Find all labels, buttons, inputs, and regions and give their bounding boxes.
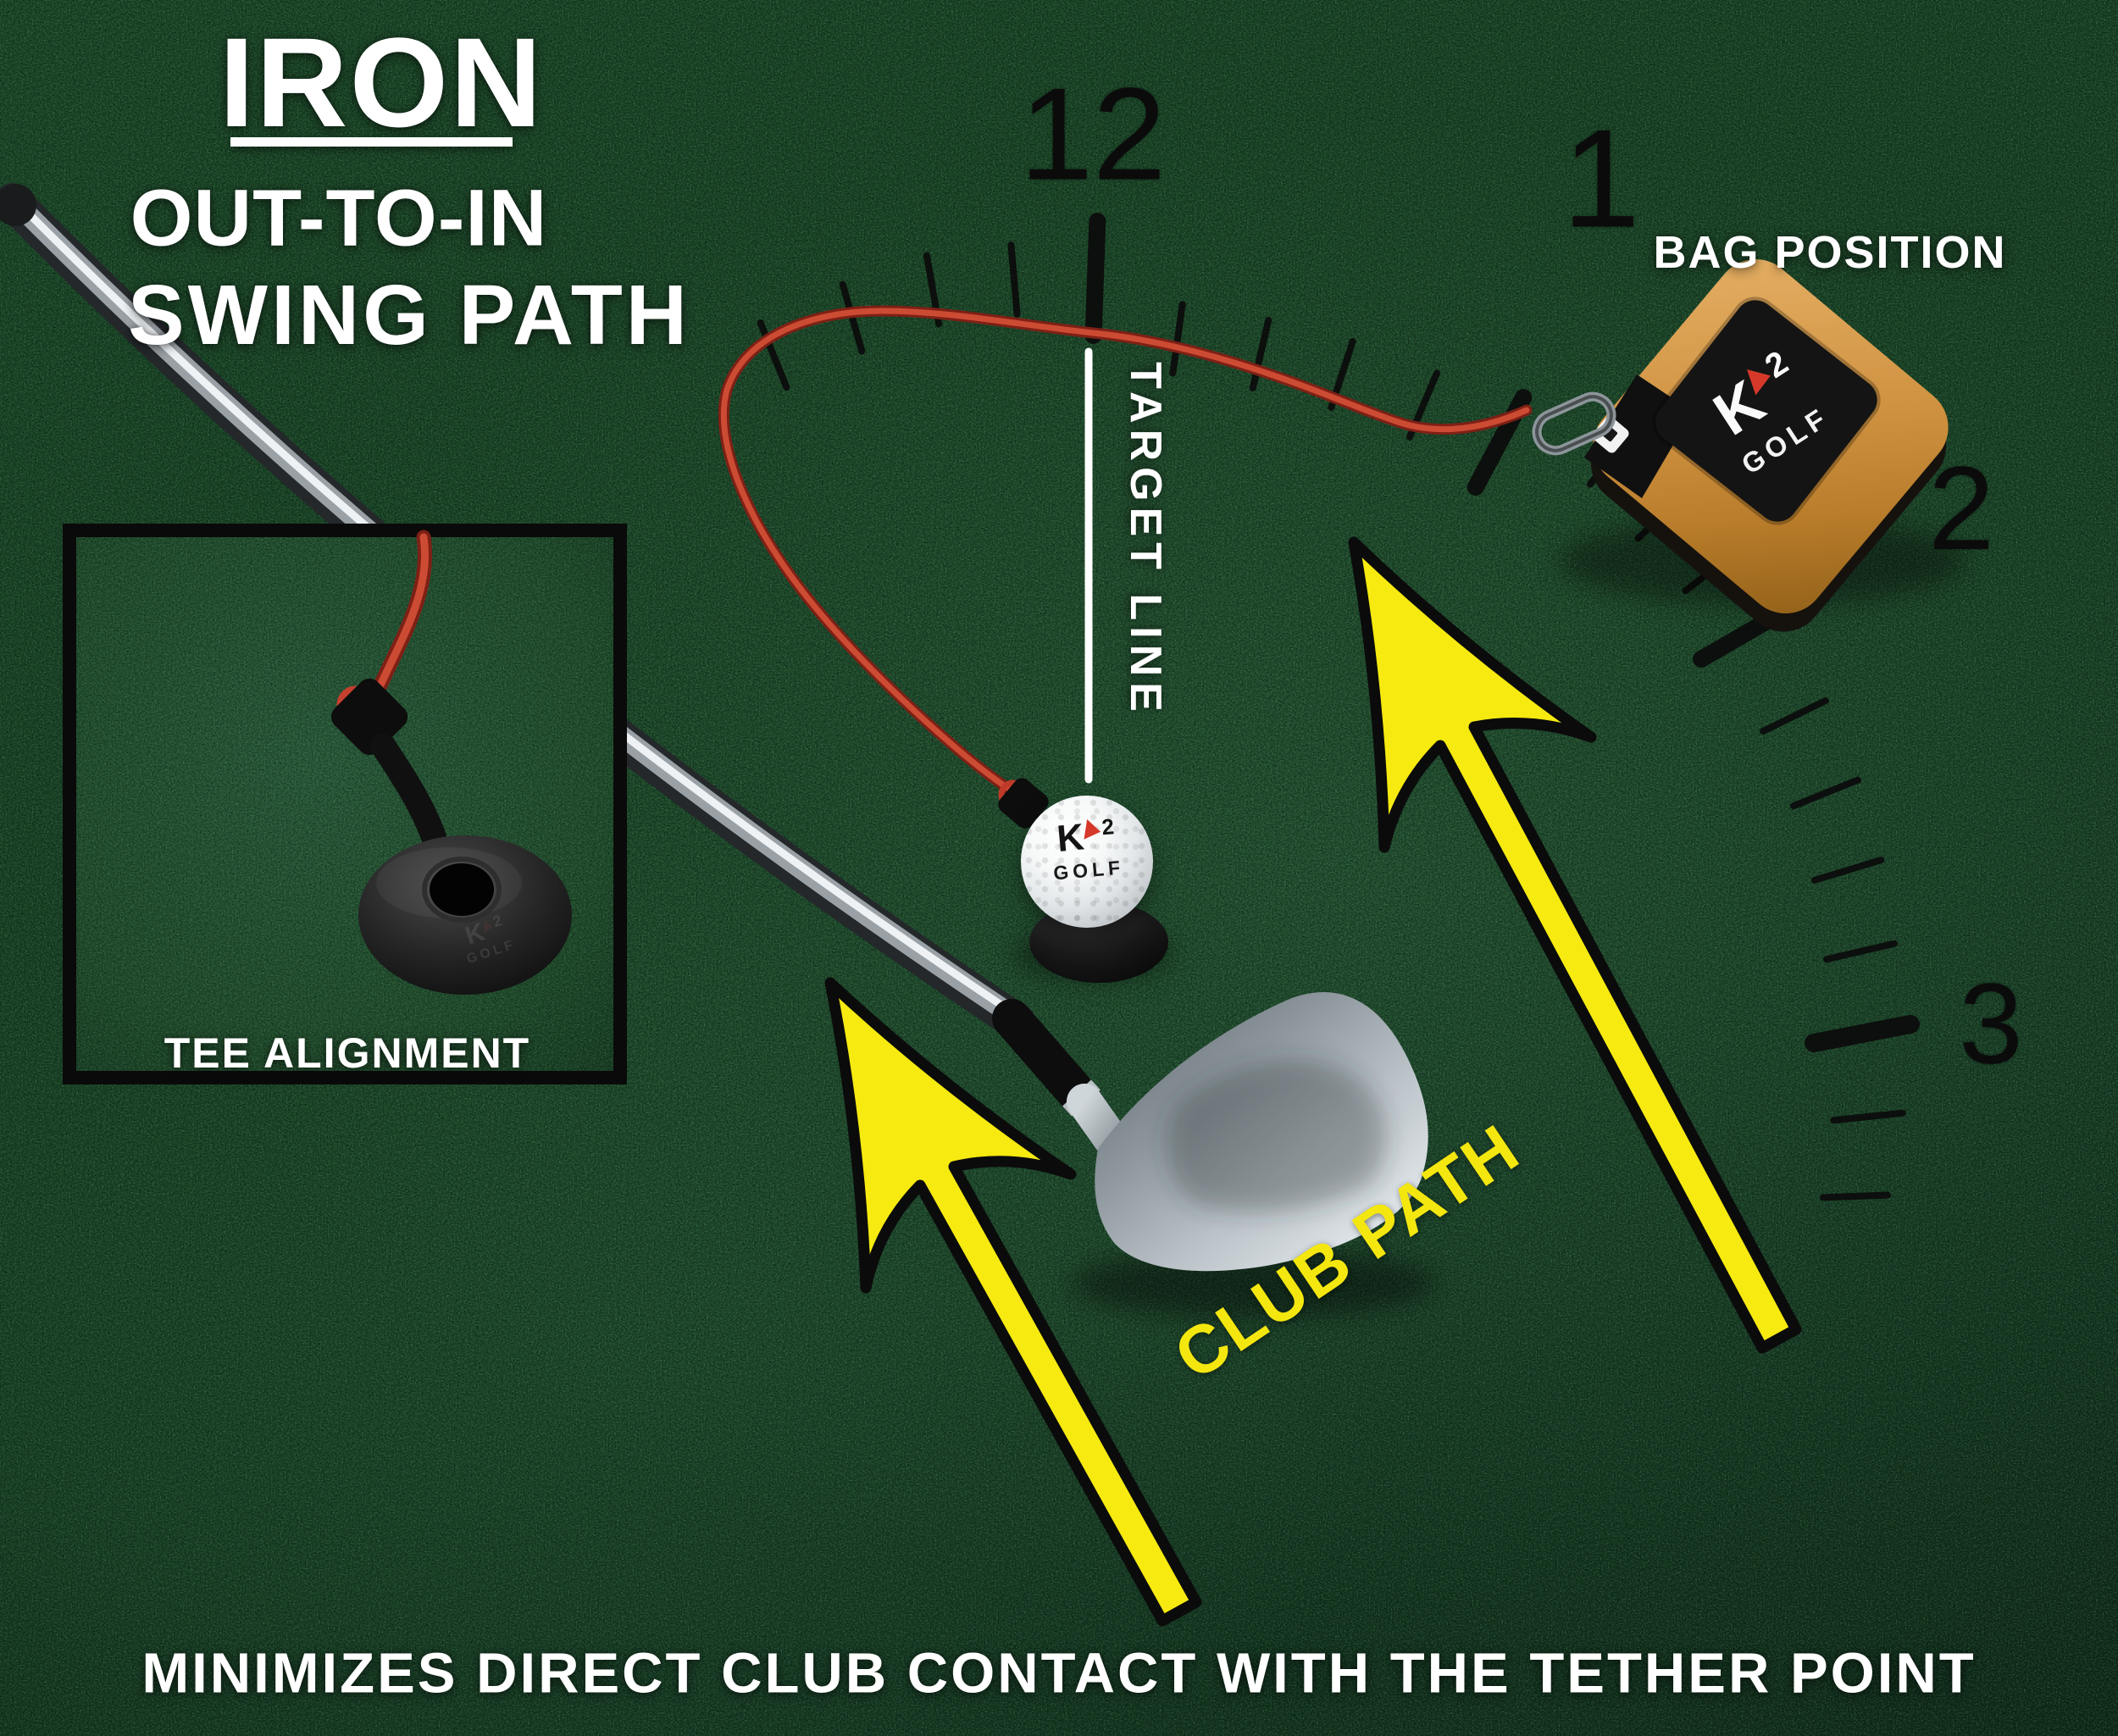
- club-ferrule: [992, 999, 1101, 1118]
- clock-number-3: 3: [1959, 959, 2023, 1088]
- ball-shadow: [1012, 924, 1173, 982]
- brand-triangle-icon: [1084, 819, 1102, 842]
- clock-number-2: 2: [1928, 441, 1994, 574]
- tether-cord: [718, 305, 1533, 807]
- brand-k: K: [1055, 816, 1086, 860]
- clock-number-1: 1: [1562, 100, 1640, 257]
- title-line-iron: IRON: [219, 11, 544, 153]
- inset-tee-stem: [370, 733, 446, 850]
- shaft-butt-cap: [0, 184, 36, 226]
- bottom-caption: MINIMIZES DIRECT CLUB CONTACT WITH THE T…: [141, 1641, 1977, 1705]
- title-line-swing-path: SWING PATH: [127, 268, 691, 363]
- title-line-out-to-in: OUT-TO-IN: [130, 173, 548, 263]
- bag-position-label: BAG POSITION: [1653, 227, 2007, 278]
- tick-major-3: [1805, 1014, 1920, 1053]
- target-line-label: TARGET LINE: [1121, 362, 1170, 718]
- clock-number-12: 12: [1019, 60, 1167, 208]
- carabiner: [1532, 391, 1616, 456]
- club-path-arrows: [824, 536, 1802, 1627]
- brand-sup: 2: [1101, 813, 1116, 840]
- inset-tee-hole: [430, 863, 494, 916]
- tether-connector: [998, 778, 1049, 829]
- inset-cord: [368, 530, 432, 704]
- tick-major-12: [1084, 213, 1106, 344]
- ball-logo: K 2 GOLF: [1049, 813, 1125, 885]
- brand-triangle-icon: [484, 920, 494, 934]
- golf-ball: [1021, 796, 1153, 928]
- golf-club-lower: [992, 991, 1428, 1272]
- title-underline: [230, 137, 513, 147]
- club-path-arrow-right: [1348, 536, 1802, 1354]
- tee-alignment-label: TEE ALIGNMENT: [164, 1029, 531, 1077]
- club-path-arrow-left: [824, 977, 1202, 1627]
- inset-tee-closeup: [63, 524, 627, 1084]
